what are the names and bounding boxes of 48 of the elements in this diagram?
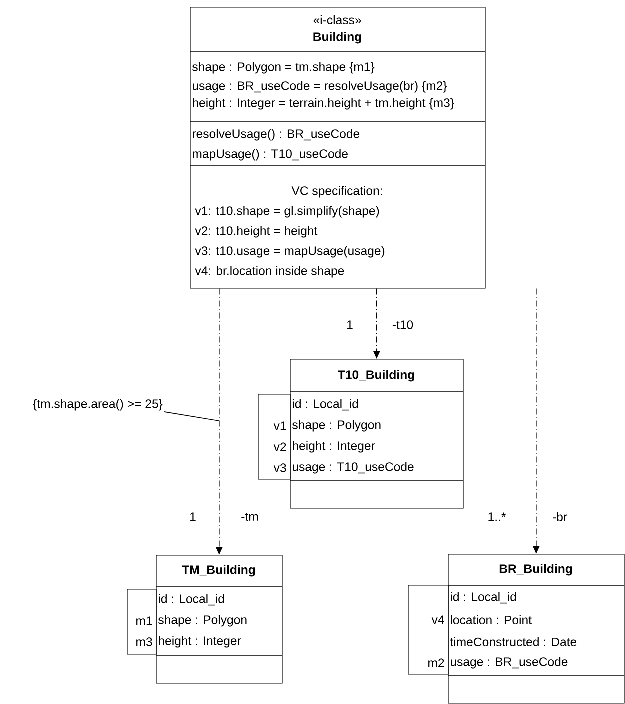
attribute: usage : T10_useCode [293, 462, 414, 474]
role-label: 1 [348, 320, 353, 330]
role-label: -tm [242, 512, 258, 522]
constraint-text: v3: t10.usage = mapUsage(usage) [195, 246, 385, 258]
attribute: id : Local_id [293, 399, 358, 411]
attribute: height : Integer [159, 636, 242, 648]
attribute: shape : Polygon = tm.shape {m1} [192, 62, 375, 74]
attribute: timeConstructed : Date [450, 638, 577, 647]
tag-box [127, 589, 157, 655]
stereotype: «i-class» [314, 16, 362, 25]
class-name: BR_Building [500, 564, 572, 576]
tag-label: v1 [274, 422, 286, 430]
constraint-text: v1: t10.shape = gl.simplify(shape) [195, 206, 380, 218]
operation: mapUsage() : T10_useCode [193, 149, 348, 161]
role-label: 1..* [488, 512, 506, 522]
class-box [448, 554, 625, 704]
attribute: usage : BR_useCode [451, 657, 568, 669]
attribute: usage : BR_useCode = resolveUsage(br) {m2} [193, 81, 448, 93]
attribute: height : Integer = terrain.height + tm.height {m3} [193, 98, 454, 110]
constraint-text: v4: br.location inside shape [195, 266, 344, 278]
role-label: -t10 [392, 320, 414, 330]
tag-label: v3 [274, 464, 286, 472]
class-name: Building [314, 32, 362, 44]
role-label: 1 [190, 512, 196, 522]
attribute: location : Point [451, 616, 532, 625]
tag-label: m1 [136, 616, 152, 626]
tag-label: v2 [274, 442, 286, 452]
constraint-text: v2: t10.height = height [195, 226, 318, 238]
operation: resolveUsage() : BR_useCode [193, 129, 360, 141]
class-name: TM_Building [182, 565, 256, 577]
class-box [290, 359, 464, 509]
attribute: height : Integer [293, 441, 376, 453]
attribute: shape : Polygon [158, 615, 247, 627]
tag-label: v4 [432, 616, 444, 624]
role-label: -br [553, 512, 568, 522]
class-box [190, 7, 486, 289]
tag-label: m2 [428, 658, 444, 668]
class-name: T10_Building [338, 370, 414, 382]
attribute: shape : Polygon [292, 420, 381, 432]
class-box [156, 555, 283, 684]
constraint-note: {tm.shape.area() >= 25} [33, 399, 163, 411]
constraint-heading: VC specification: [292, 186, 382, 198]
leader-line [164, 412, 220, 422]
tag-label: m3 [136, 638, 152, 646]
attribute: id : Local_id [159, 594, 224, 606]
attribute: id : Local_id [451, 592, 516, 604]
tag-box [258, 394, 291, 480]
tag-box [408, 585, 449, 675]
